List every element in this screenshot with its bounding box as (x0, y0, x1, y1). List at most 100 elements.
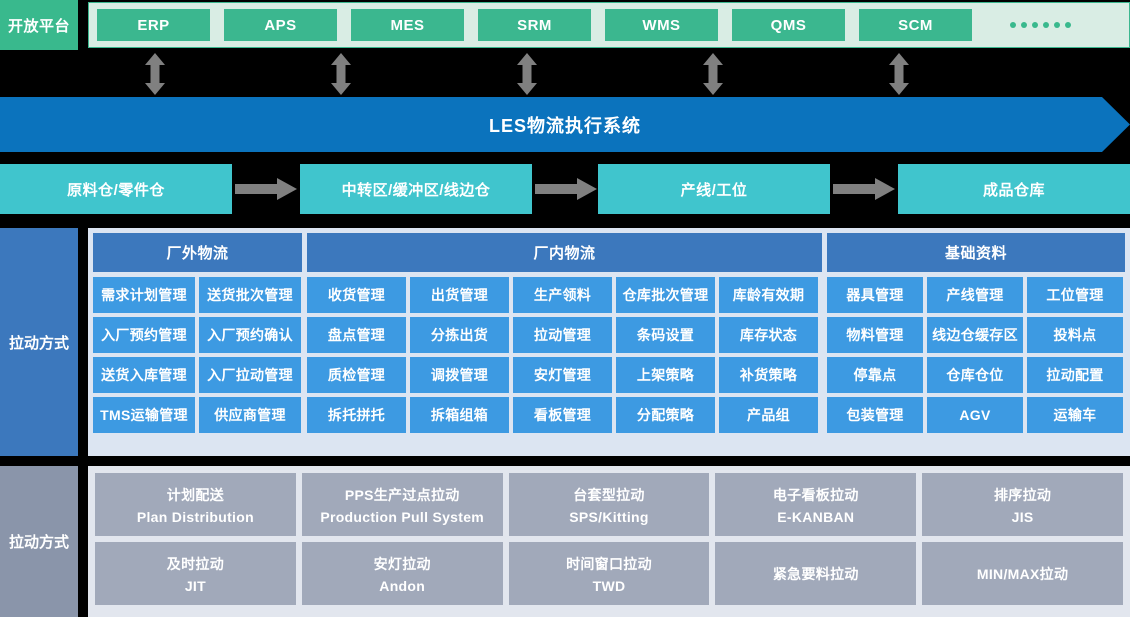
pull-mode-name-en: JIS (1011, 508, 1034, 525)
module-group-title: 基础资料 (827, 233, 1125, 272)
system-chip-mes[interactable]: MES (351, 9, 464, 41)
module-row: 器具管理产线管理工位管理 (827, 277, 1125, 313)
pull-mode-name-cn: 时间窗口拉动 (566, 555, 652, 572)
flow-step-4[interactable]: 成品仓库 (898, 164, 1130, 214)
pull-mode-name-cn: 电子看板拉动 (772, 486, 859, 503)
module-cell[interactable]: 线边仓缓存区 (927, 317, 1023, 353)
pull-mode-cell[interactable]: PPS生产过点拉动 Production Pull System (301, 473, 503, 536)
module-cell[interactable]: 看板管理 (513, 397, 612, 433)
pull-mode-row: 计划配送 Plan Distribution PPS生产过点拉动 Production… (95, 473, 1123, 536)
module-cell[interactable]: 送货入库管理 (93, 357, 195, 393)
module-cell[interactable]: 拉动管理 (513, 317, 612, 353)
module-cell[interactable]: 入厂拉动管理 (199, 357, 301, 393)
module-cell[interactable]: 生产领料 (513, 277, 612, 313)
module-row: 质检管理调拨管理安灯管理上架策略补货策略 (307, 357, 822, 393)
module-cell[interactable]: 投料点 (1027, 317, 1123, 353)
module-cell[interactable]: 运输车 (1027, 397, 1123, 433)
module-row: 送货入库管理入厂拉动管理 (93, 357, 302, 393)
pull-mode-name-cn: 及时拉动 (166, 555, 224, 572)
module-cell[interactable]: 停靠点 (827, 357, 923, 393)
module-cell[interactable]: 产品组 (719, 397, 818, 433)
module-cell[interactable]: 需求计划管理 (93, 277, 195, 313)
pull-mode-name-cn: 计划配送 (166, 486, 224, 503)
module-cell[interactable]: 库龄有效期 (719, 277, 818, 313)
bidirectional-arrow-icon (141, 53, 169, 95)
module-cell[interactable]: TMS运输管理 (93, 397, 195, 433)
open-platform-row: 开放平台 ERP APS MES SRM WMS QMS SCM (0, 0, 1130, 50)
module-cell[interactable]: 拆箱组箱 (410, 397, 509, 433)
more-systems-icon (1010, 22, 1071, 28)
pull-modes-row: 拉动方式 计划配送 Plan Distribution PPS生产过点拉动 Produ… (0, 466, 1130, 617)
module-cell[interactable]: 库存状态 (719, 317, 818, 353)
module-cell[interactable]: 收货管理 (307, 277, 406, 313)
bidirectional-arrow-icon (513, 53, 541, 95)
module-row: 物料管理线边仓缓存区投料点 (827, 317, 1125, 353)
module-cell[interactable]: 补货策略 (719, 357, 818, 393)
modules-side-label: 拉动方式 (0, 228, 78, 456)
system-chip-wms[interactable]: WMS (605, 9, 718, 41)
system-chip-aps[interactable]: APS (224, 9, 337, 41)
pull-mode-name-en: Production Pull System (320, 508, 485, 525)
module-cell[interactable]: 分拣出货 (410, 317, 509, 353)
module-group-title: 厂外物流 (93, 233, 302, 272)
module-cell[interactable]: 入厂预约管理 (93, 317, 195, 353)
system-chip-qms[interactable]: QMS (732, 9, 845, 41)
bidirectional-arrow-icon (885, 53, 913, 95)
system-chip-erp[interactable]: ERP (97, 9, 210, 41)
pull-mode-cell[interactable]: 紧急要料拉动 (715, 542, 917, 605)
les-banner: LES物流执行系统 (0, 97, 1130, 152)
open-platform-label: 开放平台 (0, 0, 78, 50)
module-cell[interactable]: 包装管理 (827, 397, 923, 433)
module-cell[interactable]: 工位管理 (1027, 277, 1123, 313)
module-cell[interactable]: 分配策略 (616, 397, 715, 433)
pull-mode-cell[interactable]: 计划配送 Plan Distribution (95, 473, 296, 536)
module-cell[interactable]: 产线管理 (927, 277, 1023, 313)
pull-mode-cell[interactable]: 排序拉动 JIS (922, 473, 1123, 536)
system-chip-scm[interactable]: SCM (859, 9, 972, 41)
module-cell[interactable]: 盘点管理 (307, 317, 406, 353)
module-group-3: 基础资料器具管理产线管理工位管理物料管理线边仓缓存区投料点停靠点仓库仓位拉动配置… (827, 233, 1125, 433)
module-cell[interactable]: 调拨管理 (410, 357, 509, 393)
bidirectional-arrow-icon (699, 53, 727, 95)
flow-arrow-icon (535, 178, 597, 200)
flow-step-2[interactable]: 中转区/缓冲区/线边仓 (300, 164, 532, 214)
pull-mode-name-en: Plan Distribution (136, 508, 254, 525)
module-row: 需求计划管理送货批次管理 (93, 277, 302, 313)
module-row: 收货管理出货管理生产领料仓库批次管理库龄有效期 (307, 277, 822, 313)
module-cell[interactable]: 拉动配置 (1027, 357, 1123, 393)
bidirectional-arrow-icon (327, 53, 355, 95)
module-cell[interactable]: 送货批次管理 (199, 277, 301, 313)
pull-mode-name-cn: 排序拉动 (993, 486, 1052, 503)
system-chip-srm[interactable]: SRM (478, 9, 591, 41)
pull-mode-name-cn: 台套型拉动 (573, 486, 645, 503)
module-cell[interactable]: 供应商管理 (199, 397, 301, 433)
module-cell[interactable]: 拆托拼托 (307, 397, 406, 433)
pull-mode-cell[interactable]: 时间窗口拉动 TWD (508, 542, 710, 605)
module-cell[interactable]: 上架策略 (616, 357, 715, 393)
module-cell[interactable]: AGV (927, 397, 1023, 433)
module-cell[interactable]: 安灯管理 (513, 357, 612, 393)
module-cell[interactable]: 条码设置 (616, 317, 715, 353)
modules-panel: 厂外物流需求计划管理送货批次管理入厂预约管理入厂预约确认送货入库管理入厂拉动管理… (88, 228, 1130, 456)
module-cell[interactable]: 仓库批次管理 (616, 277, 715, 313)
module-group-1: 厂外物流需求计划管理送货批次管理入厂预约管理入厂预约确认送货入库管理入厂拉动管理… (93, 233, 302, 433)
system-chip-list: ERP APS MES SRM WMS QMS SCM (89, 9, 972, 41)
flow-step-3[interactable]: 产线/工位 (598, 164, 830, 214)
module-cell[interactable]: 仓库仓位 (927, 357, 1023, 393)
module-cell[interactable]: 质检管理 (307, 357, 406, 393)
pull-mode-name-cn: 紧急要料拉动 (772, 565, 859, 582)
flow-step-1[interactable]: 原料仓/零件仓 (0, 164, 232, 214)
module-cell[interactable]: 入厂预约确认 (199, 317, 301, 353)
pull-mode-cell[interactable]: MIN/MAX拉动 (922, 542, 1123, 605)
pull-mode-name-cn: PPS生产过点拉动 (344, 486, 460, 503)
pull-modes-side-label: 拉动方式 (0, 466, 78, 617)
module-cell[interactable]: 器具管理 (827, 277, 923, 313)
pull-mode-name-en: TWD (592, 577, 626, 594)
module-cell[interactable]: 出货管理 (410, 277, 509, 313)
module-cell[interactable]: 物料管理 (827, 317, 923, 353)
module-row: 盘点管理分拣出货拉动管理条码设置库存状态 (307, 317, 822, 353)
